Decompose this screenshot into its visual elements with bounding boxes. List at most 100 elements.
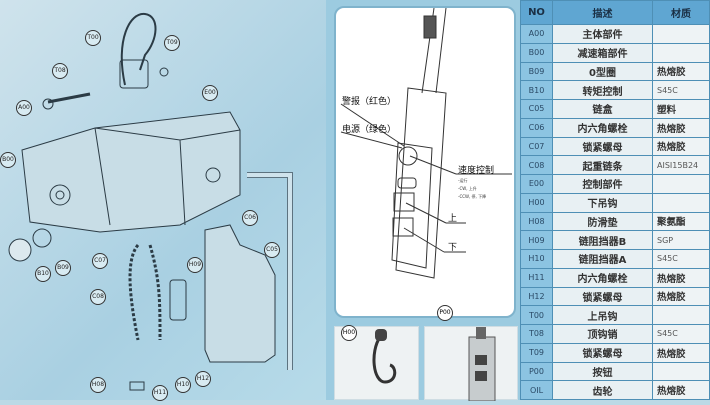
callout-H08: H08 [90,377,106,393]
part-description: 主体部件 [552,24,653,44]
part-material: 热熔胶 [652,136,710,157]
header-no: NO [520,0,553,25]
part-description: 齿轮 [552,380,653,400]
part-material [652,174,710,194]
part-description: 顶钩销 [552,324,653,344]
part-description: 锁紧螺母 [552,136,653,157]
part-material [652,361,710,382]
part-number: B09 [520,61,553,82]
up-label: 上 [448,214,458,224]
part-material [652,305,710,325]
part-number: C07 [520,136,553,157]
part-number: H08 [520,211,553,232]
part-description: 内六角螺栓 [552,117,653,138]
callout-C08: C08 [90,289,106,305]
part-number: B00 [520,42,553,63]
part-description: 起重链条 [552,155,653,175]
callout-H10: H10 [175,377,191,393]
part-description: 链阻挡器B [552,230,653,250]
part-description: 链阻挡器A [552,249,653,269]
callout-T00: T00 [85,30,101,46]
part-material: S45C [652,249,710,269]
part-number: A00 [520,24,553,44]
part-description: 锁紧螺母 [552,342,653,363]
part-number: H09 [520,230,553,250]
part-material: 热熔胶 [652,342,710,363]
hook-icon [372,329,397,384]
speed-note: -运行 [458,178,468,183]
callout-H00: H00 [341,325,357,341]
part-number: OIL [520,380,553,400]
pendant-control-diagram: 警报（红色） 电源（绿色） 速度控制 -运行 -CW, 上升 -CCW, 停, … [334,6,516,318]
part-material: 热熔胶 [652,267,710,288]
callout-B10: B10 [35,266,51,282]
part-description: 转矩控制 [552,80,653,100]
hoist-drawing [8,12,293,391]
part-description: 上吊钩 [552,305,653,325]
speed-control-label: 速度控制 [458,166,495,176]
header-description: 描述 [552,0,653,25]
part-material [652,42,710,63]
power-label: 电源（绿色） [342,125,397,135]
part-material: 热熔胶 [652,61,710,82]
part-number: T08 [520,324,553,344]
callout-C07: C07 [92,253,108,269]
part-description: 锁紧螺母 [552,286,653,307]
part-number: B10 [520,80,553,100]
part-material: S45C [652,324,710,344]
header-material: 材质 [652,0,710,25]
part-material: 塑料 [652,99,710,119]
part-number: H00 [520,192,553,213]
part-description: 减速箱部件 [552,42,653,63]
part-number: C08 [520,155,553,175]
callout-T09: T09 [164,35,180,51]
lower-hook-photo: H00 [334,325,419,400]
part-material [652,192,710,213]
down-label: 下 [448,243,458,253]
part-number: C05 [520,99,553,119]
part-number: T09 [520,342,553,363]
callout-B09: B09 [55,260,71,276]
part-material: 聚氨酯 [652,211,710,232]
part-number: H11 [520,267,553,288]
part-number: H10 [520,249,553,269]
part-number: P00 [520,361,553,382]
callout-C06: C06 [242,210,258,226]
part-material: 热熔胶 [652,117,710,138]
part-material: 热熔胶 [652,380,710,400]
callout-B00: B00 [0,152,16,168]
callout-P00: P00 [437,305,453,321]
callout-A00: A00 [16,100,32,116]
part-material: SGP [652,230,710,250]
alarm-label: 警报（红色） [342,97,397,107]
speed-note: -CW, 上升 [458,186,477,191]
part-description: 链盒 [552,99,653,119]
part-number: C06 [520,117,553,138]
part-material [652,24,710,44]
callout-H12: H12 [195,371,211,387]
part-description: 内六角螺栓 [552,267,653,288]
part-description: 防滑垫 [552,211,653,232]
part-number: H12 [520,286,553,307]
part-material: S45C [652,80,710,100]
pendant-drawing [340,8,512,279]
